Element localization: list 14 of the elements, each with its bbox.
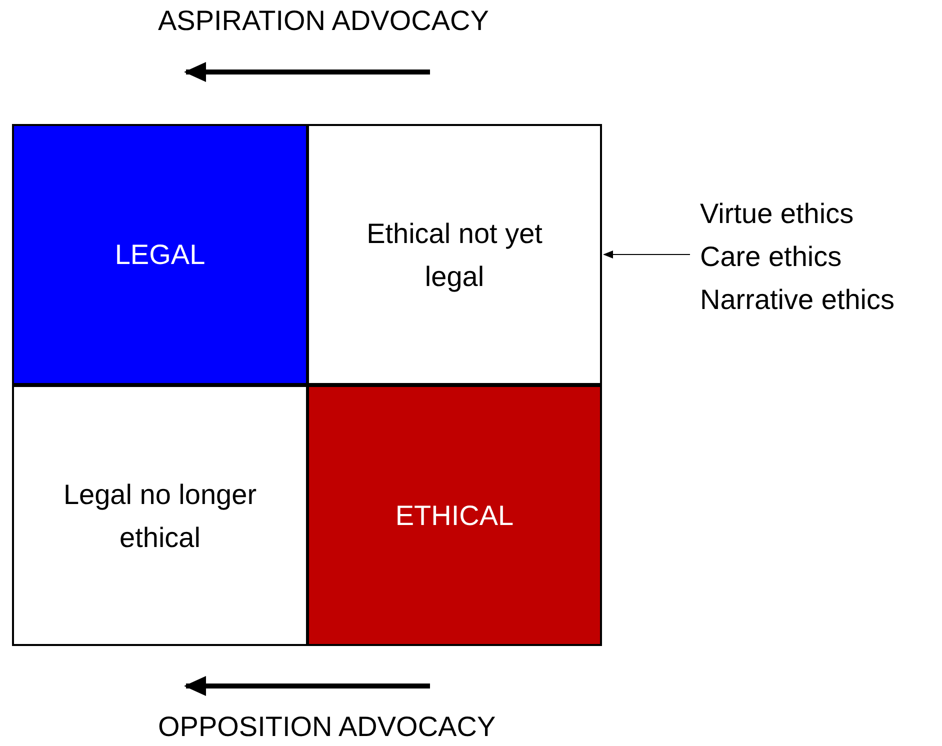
quadrant-label: LEGAL — [114, 238, 206, 272]
axis-label: OPPOSITION ADVOCACY — [158, 710, 496, 744]
axis-label: ASPIRATION ADVOCACY — [158, 4, 489, 38]
quadrant-box — [12, 124, 308, 385]
arrow — [603, 250, 690, 258]
quadrant-label: ETHICAL — [394, 499, 515, 533]
list-item: Care ethics — [700, 240, 842, 274]
quadrant-box — [307, 385, 602, 646]
quadrant-label: Legal no longer ethical — [62, 478, 258, 554]
list-item: Virtue ethics — [700, 196, 854, 230]
quadrant-box — [307, 124, 602, 385]
quadrant-label: Ethical not yet legal — [366, 216, 544, 294]
quadrant-box — [12, 385, 308, 646]
list-item: Narrative ethics — [700, 282, 895, 316]
